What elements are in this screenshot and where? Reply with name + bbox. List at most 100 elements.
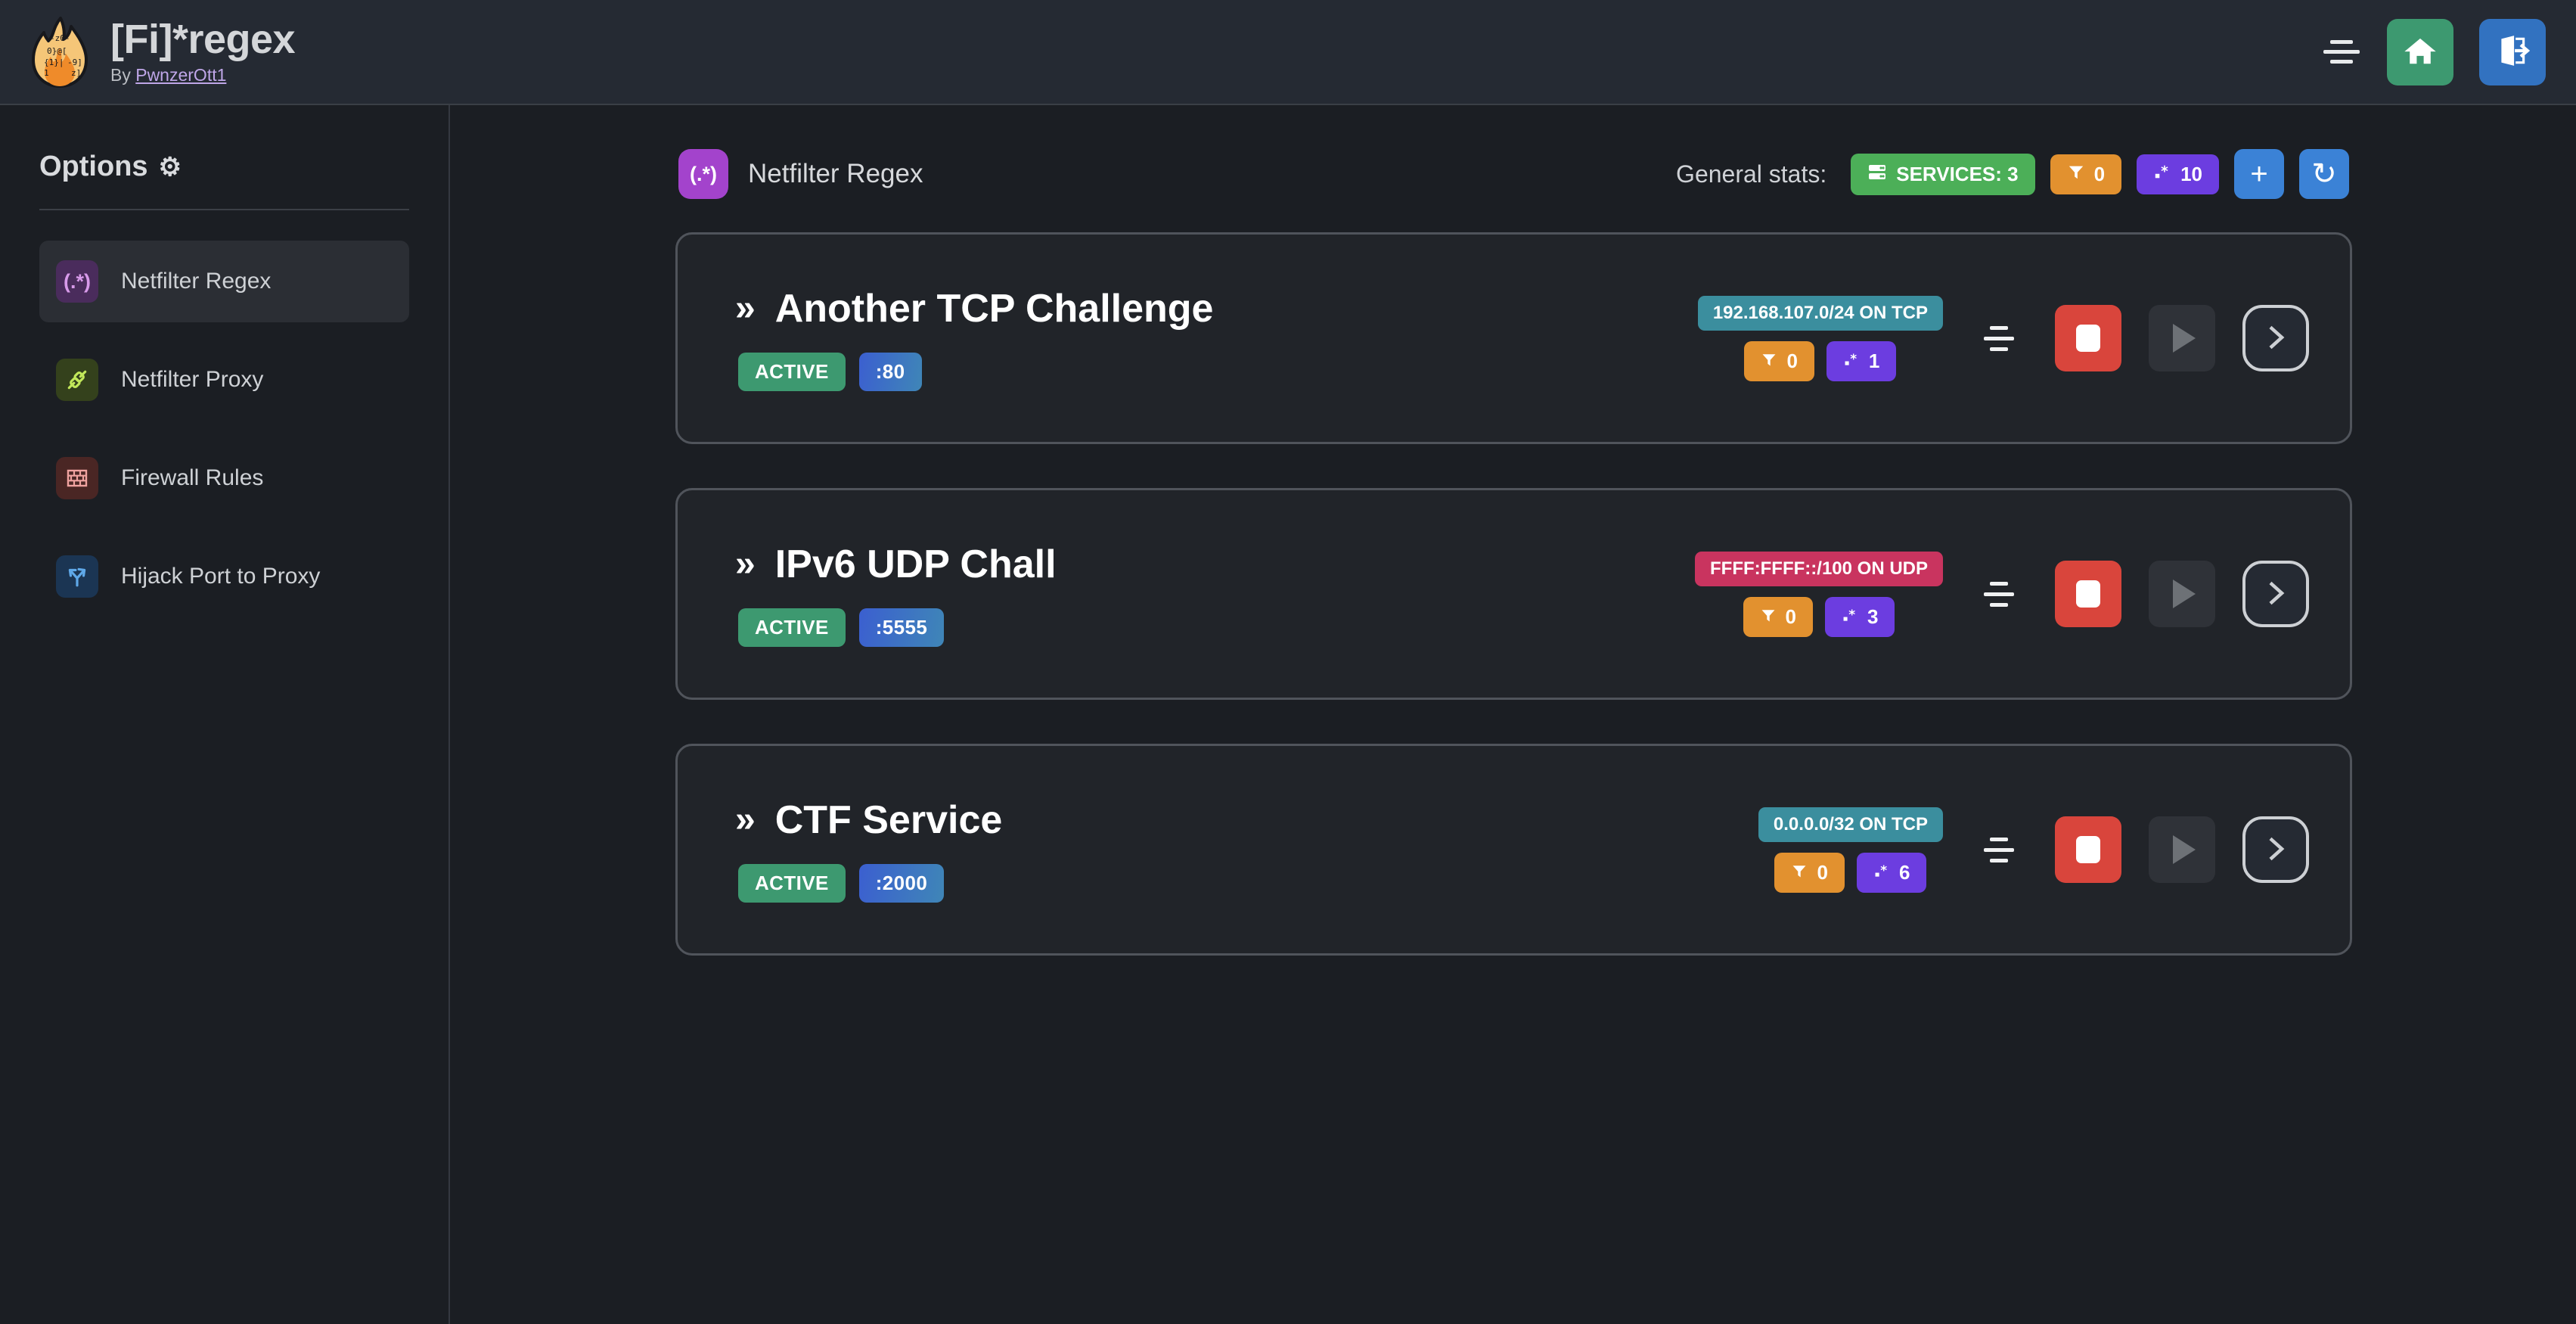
sidebar-item-netfilter-regex[interactable]: (.*) Netfilter Regex bbox=[39, 241, 409, 322]
author-link[interactable]: PwnzerOtt1 bbox=[135, 65, 227, 85]
filters-count-label: 0 bbox=[1785, 605, 1796, 628]
service-list: » Another TCP Challenge ACTIVE :80 192.1… bbox=[452, 199, 2576, 956]
service-card-info: » CTF Service ACTIVE :2000 bbox=[735, 797, 1002, 903]
regex-dot-star-icon: * bbox=[1843, 350, 1860, 373]
menu-line bbox=[1984, 592, 2014, 596]
menu-line bbox=[1990, 347, 2008, 351]
stop-button[interactable] bbox=[2055, 561, 2121, 627]
service-card[interactable]: » Another TCP Challenge ACTIVE :80 192.1… bbox=[675, 232, 2352, 444]
stop-button[interactable] bbox=[2055, 816, 2121, 883]
service-card-actions: 192.168.107.0/24 ON TCP 0 bbox=[1697, 295, 2309, 381]
status-badge: ACTIVE bbox=[738, 352, 846, 391]
menu-line bbox=[1990, 602, 2008, 607]
status-badge-services: SERVICES: 3 bbox=[1851, 153, 2035, 195]
status-badge-filters: 0 bbox=[2050, 154, 2122, 194]
service-name: Another TCP Challenge bbox=[774, 286, 1214, 331]
service-counters: 0 * 3 bbox=[1743, 596, 1895, 637]
svg-text:*: * bbox=[1880, 862, 1887, 878]
by-prefix: By bbox=[110, 65, 136, 85]
status-badge-regexes: * 10 bbox=[2137, 154, 2219, 194]
menu-line bbox=[1990, 581, 2008, 586]
home-icon bbox=[2403, 33, 2438, 70]
brand: -z0- 0}@[ {1}| -9] 1 z] [Fi]*regex By Pw… bbox=[0, 16, 296, 89]
sidebar-item-netfilter-proxy[interactable]: Netfilter Proxy bbox=[39, 339, 409, 421]
service-menu-icon[interactable] bbox=[1978, 576, 2020, 612]
status-badge: ACTIVE bbox=[738, 863, 846, 903]
service-network-info: 192.168.107.0/24 ON TCP 0 bbox=[1697, 295, 1943, 381]
play-icon bbox=[2173, 580, 2196, 608]
stop-button[interactable] bbox=[2055, 305, 2121, 371]
open-service-button[interactable] bbox=[2242, 561, 2309, 627]
play-button[interactable] bbox=[2149, 305, 2215, 371]
services-count-label: SERVICES: 3 bbox=[1896, 162, 2019, 185]
regexes-count-label: 1 bbox=[1868, 349, 1880, 372]
service-card-info: » IPv6 UDP Chall ACTIVE :5555 bbox=[735, 542, 1057, 647]
sidebar-item-label: Netfilter Regex bbox=[121, 269, 272, 294]
menu-line bbox=[1984, 336, 2014, 340]
chevron-right-icon bbox=[2261, 834, 2291, 866]
play-button[interactable] bbox=[2149, 816, 2215, 883]
page-title: Netfilter Regex bbox=[748, 159, 923, 188]
refresh-button[interactable]: ↻ bbox=[2299, 149, 2349, 199]
regexes-count-label: 6 bbox=[1898, 860, 1910, 884]
menu-line bbox=[1984, 847, 2014, 852]
service-title: » IPv6 UDP Chall bbox=[735, 542, 1057, 587]
general-stats-label: General stats: bbox=[1676, 160, 1827, 188]
filters-badge: 0 bbox=[1774, 852, 1845, 893]
add-service-button[interactable]: + bbox=[2234, 149, 2284, 199]
port-badge: :80 bbox=[858, 352, 922, 391]
play-icon bbox=[2173, 835, 2196, 864]
sidebar-item-label: Netfilter Proxy bbox=[121, 367, 264, 392]
play-button[interactable] bbox=[2149, 561, 2215, 627]
open-service-button[interactable] bbox=[2242, 305, 2309, 371]
main-header: (.*) Netfilter Regex General stats: SERV… bbox=[452, 105, 2576, 199]
hamburger-line bbox=[2323, 50, 2360, 54]
service-card[interactable]: » IPv6 UDP Chall ACTIVE :5555 FFFF:FFFF:… bbox=[675, 488, 2352, 700]
logout-button[interactable] bbox=[2479, 18, 2546, 85]
general-stats: General stats: SERVICES: 3 bbox=[1676, 149, 2349, 199]
gear-icon: ⚙ bbox=[158, 152, 182, 182]
top-header-actions bbox=[2322, 18, 2576, 85]
menu-line bbox=[1990, 837, 2008, 841]
service-network-info: FFFF:FFFF::/100 ON UDP 0 bbox=[1695, 551, 1943, 637]
sidebar-item-label: Firewall Rules bbox=[121, 465, 264, 490]
plus-icon: + bbox=[2250, 157, 2268, 191]
hamburger-line bbox=[2330, 40, 2353, 44]
service-counters: 0 * 6 bbox=[1774, 852, 1927, 893]
network-badge: 192.168.107.0/24 ON TCP bbox=[1697, 295, 1943, 331]
regex-dot-star-icon: * bbox=[1842, 605, 1858, 629]
service-menu-icon[interactable] bbox=[1978, 831, 2020, 868]
filter-icon bbox=[1791, 861, 1808, 884]
service-network-info: 0.0.0.0/32 ON TCP 0 bbox=[1758, 807, 1943, 893]
sidebar-item-firewall-rules[interactable]: Firewall Rules bbox=[39, 437, 409, 519]
stop-icon bbox=[2076, 325, 2100, 352]
svg-text:1: 1 bbox=[44, 68, 49, 78]
filters-count-label: 0 bbox=[2093, 162, 2106, 185]
flame-regex-logo-icon: -z0- 0}@[ {1}| -9] 1 z] bbox=[27, 16, 92, 89]
svg-text:*: * bbox=[2161, 163, 2168, 179]
regexes-badge: * 6 bbox=[1856, 852, 1927, 893]
service-card[interactable]: » CTF Service ACTIVE :2000 0.0.0.0/32 ON… bbox=[675, 744, 2352, 956]
regexes-badge: * 1 bbox=[1826, 340, 1897, 381]
main-content: (.*) Netfilter Regex General stats: SERV… bbox=[452, 105, 2576, 1324]
refresh-icon: ↻ bbox=[2311, 157, 2337, 191]
regexes-count-label: 3 bbox=[1867, 605, 1879, 628]
sidebar-item-label: Hijack Port to Proxy bbox=[121, 564, 321, 589]
sidebar-item-hijack-port-to-proxy[interactable]: Hijack Port to Proxy bbox=[39, 536, 409, 617]
double-chevron-icon: » bbox=[735, 544, 756, 584]
open-service-button[interactable] bbox=[2242, 816, 2309, 883]
chevron-right-icon bbox=[2261, 578, 2291, 611]
double-chevron-icon: » bbox=[735, 800, 756, 840]
network-badge: 0.0.0.0/32 ON TCP bbox=[1758, 807, 1943, 842]
sidebar-title: Options ⚙ bbox=[39, 105, 409, 183]
home-button[interactable] bbox=[2387, 18, 2453, 85]
hamburger-icon[interactable] bbox=[2322, 36, 2361, 68]
app-title: [Fi]*regex bbox=[110, 16, 296, 62]
stop-icon bbox=[2076, 836, 2100, 863]
service-name: CTF Service bbox=[774, 797, 1003, 842]
regex-icon: (.*) bbox=[56, 260, 98, 303]
service-menu-icon[interactable] bbox=[1978, 320, 2020, 356]
hamburger-line bbox=[2330, 60, 2353, 64]
filters-badge: 0 bbox=[1744, 340, 1814, 381]
svg-text:0}@[: 0}@[ bbox=[47, 46, 67, 56]
